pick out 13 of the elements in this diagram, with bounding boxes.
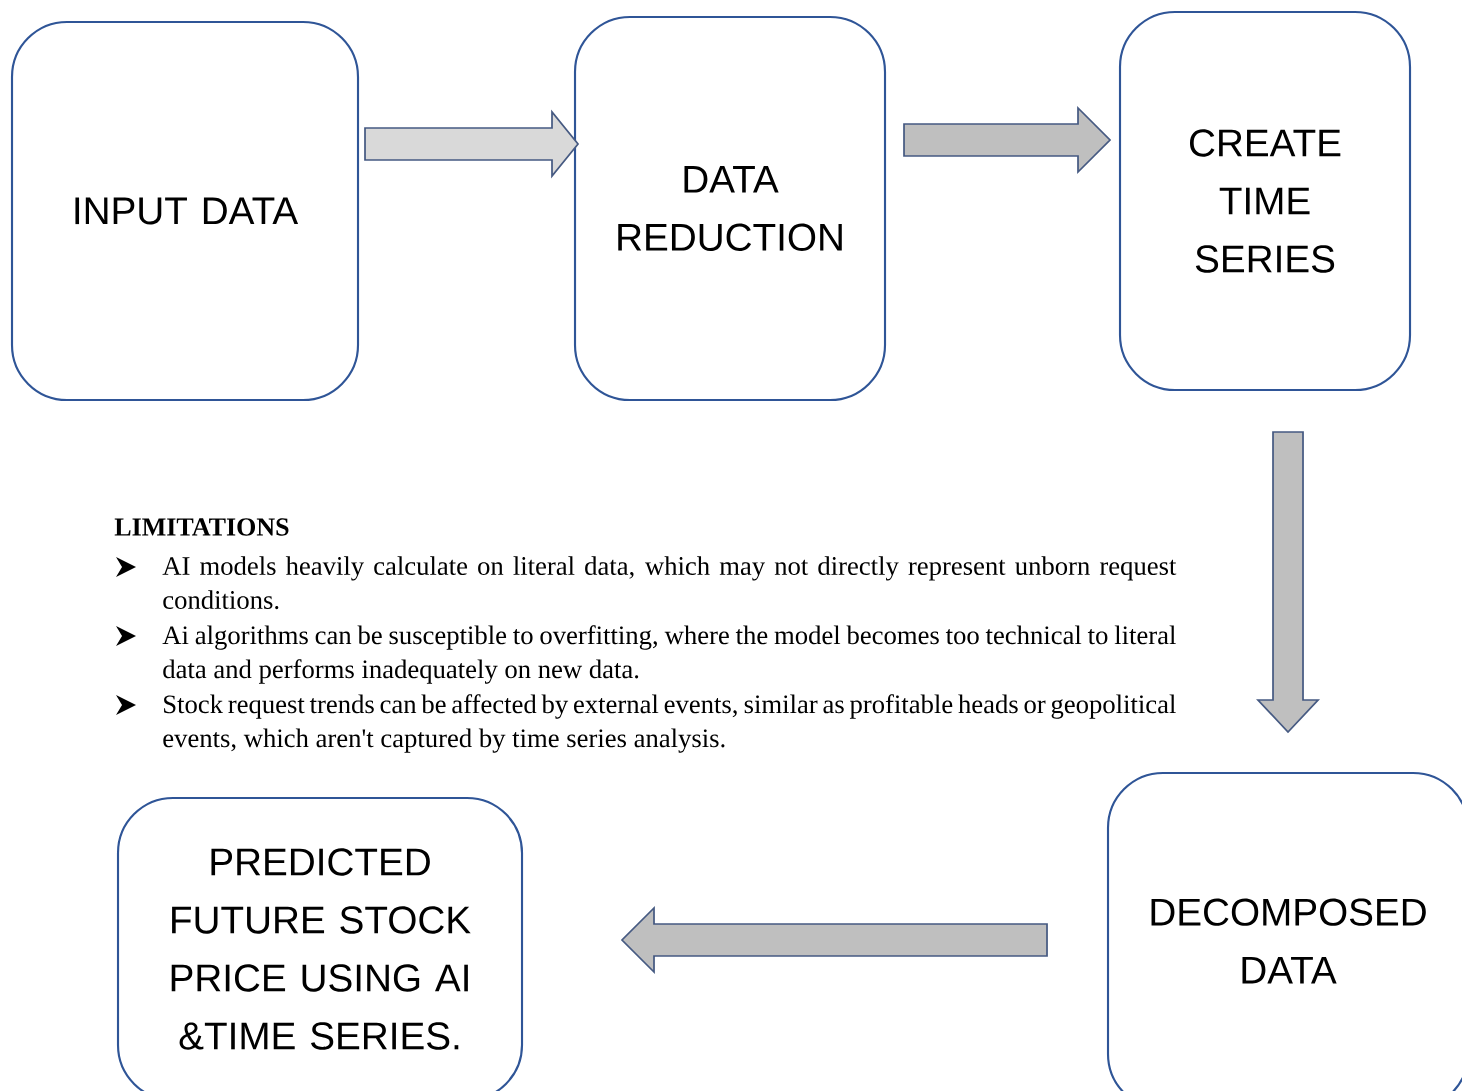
process-box: DECOMPOSED DATA: [1106, 771, 1462, 1091]
bullet-text: Ai algorithms can be susceptible to overfitting, where the model becomes too technical to literal data and performs inadequately on new data.: [162, 625, 1176, 684]
block-arrow: [364, 109, 580, 179]
bullet-text: AI models heavily calculate on literal data, which may not directly represent unborn request conditions.: [162, 556, 1177, 610]
process-box: CREATE TIME SERIES: [1118, 10, 1412, 392]
block-arrow: [620, 905, 1048, 975]
bullet-text: Stock request trends can be affected by external events, similar as profitable heads or geopolitical events, which aren't captured by time series analysis.: [163, 694, 1176, 753]
block-arrow: [903, 105, 1112, 175]
process-box: PREDICTED FUTURE STOCK PRICE USING AI &TIME SERIES.: [116, 796, 524, 1091]
process-box: DATA REDUCTION: [573, 15, 887, 402]
process-box: INPUT DATA: [10, 20, 360, 402]
block-arrow: [1256, 431, 1320, 734]
heading: LIMITATIONS: [114, 518, 289, 536]
